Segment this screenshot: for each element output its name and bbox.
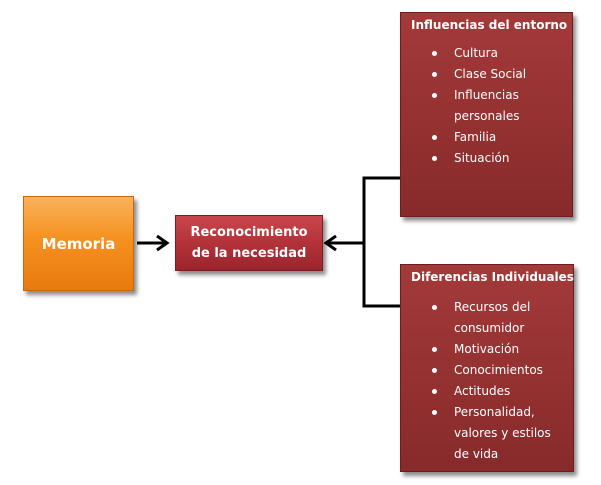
list-item-label: Actitudes (454, 384, 511, 398)
list-item-label: Cultura (454, 46, 498, 60)
bullet-icon (432, 93, 437, 98)
memoria-label: Memoria (41, 234, 116, 253)
list-item: Familia (401, 127, 572, 148)
list-item: Clase Social (401, 64, 572, 85)
list-item-label: Personalidad, valores y estilos de vida (454, 405, 551, 461)
bullet-icon (432, 72, 437, 77)
bullet-icon (432, 368, 437, 373)
reconocimiento-line-1: Reconocimiento (190, 225, 308, 240)
diferencias-individuales-list: Recursos del consumidor Motivación Conoc… (401, 297, 573, 465)
bullet-icon (432, 389, 437, 394)
list-item: Cultura (401, 43, 572, 64)
reconocimiento-box: Reconocimiento de la necesidad (175, 215, 323, 271)
influencias-entorno-list: Cultura Clase Social Influencias persona… (401, 43, 572, 169)
list-item: Actitudes (401, 381, 573, 402)
bracket-connector (362, 176, 400, 308)
list-item-label: Influencias personales (454, 88, 520, 123)
bullet-icon (432, 347, 437, 352)
list-item-label: Motivación (454, 342, 520, 356)
influencias-entorno-title: Influencias del entorno (411, 18, 568, 32)
list-item: Personalidad, valores y estilos de vida (401, 402, 573, 465)
list-item-label: Clase Social (454, 67, 527, 81)
reconocimiento-line-2: de la necesidad (191, 246, 307, 261)
bullet-icon (432, 135, 437, 140)
bullet-icon (432, 305, 437, 310)
list-item-label: Situación (454, 151, 510, 165)
list-item-label: Recursos del consumidor (454, 300, 531, 335)
diferencias-individuales-panel: Diferencias Individuales Recursos del co… (400, 264, 574, 472)
bracket-arrow-head (323, 234, 337, 252)
list-item: Conocimientos (401, 360, 573, 381)
list-item: Situación (401, 148, 572, 169)
list-item-label: Familia (454, 130, 497, 144)
bullet-icon (432, 156, 437, 161)
list-item: Recursos del consumidor (401, 297, 573, 339)
list-item: Motivación (401, 339, 573, 360)
diferencias-individuales-title: Diferencias Individuales (411, 270, 574, 284)
influencias-entorno-panel: Influencias del entorno Cultura Clase So… (400, 12, 573, 217)
list-item-label: Conocimientos (454, 363, 543, 377)
list-item: Influencias personales (401, 85, 572, 127)
memoria-box: Memoria (23, 196, 134, 291)
memoria-arrow-head (156, 234, 170, 252)
bullet-icon (432, 410, 437, 415)
bullet-icon (432, 51, 437, 56)
